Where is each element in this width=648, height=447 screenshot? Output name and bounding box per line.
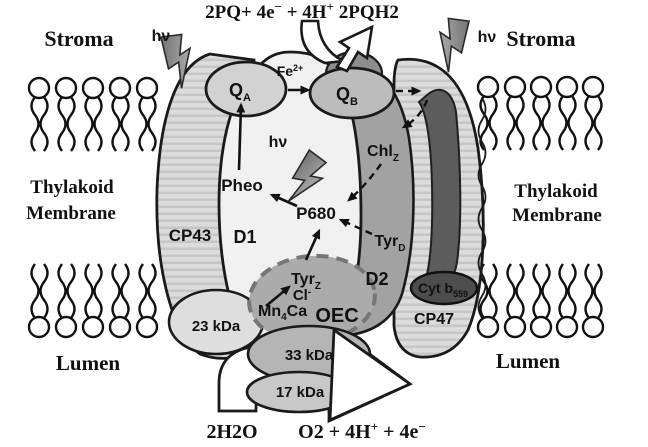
arrow-dashed-to-chlz: [401, 99, 429, 129]
right-edge-squiggle: [477, 97, 487, 319]
cp43-label: CP43: [169, 226, 212, 245]
tyrd-label: TyrD: [375, 233, 406, 254]
cl-label: Cl-: [293, 287, 311, 304]
equation-bottom-oxygen: O2 + 4H+ + 4e−: [298, 419, 426, 443]
electron-transfer-arrows: [236, 85, 321, 308]
lumen-label-left: Lumen: [56, 351, 121, 375]
hv-label-center: hν: [269, 134, 288, 151]
kda33-label: 33 kDa: [285, 347, 334, 364]
stroma-label-left: Stroma: [44, 26, 113, 51]
arrow-chlz-to-p680: [347, 163, 382, 202]
arrow-p680-to-pheo: [269, 193, 298, 208]
kda17-label: 17 kDa: [276, 384, 325, 401]
lipid-bilayer-left-lumen: [27, 262, 159, 339]
qb-label: QB: [336, 84, 358, 108]
qb-site-shape: [308, 66, 396, 120]
hv-label-right: hν: [478, 29, 497, 46]
pqh2-exit-arrow: [335, 24, 374, 73]
kda23-label: 23 kDa: [192, 318, 241, 335]
d1-label: D1: [233, 227, 256, 247]
photon-lightning-icon: [438, 17, 471, 73]
water-oxygen-flow-arrowhead: [328, 327, 413, 423]
equation-top: 2PQ+ 4e− + 4H+ 2PQH2: [205, 0, 399, 23]
thylakoid-membrane-label-right-line2: Membrane: [512, 205, 602, 226]
cytb559-heme-shape: [409, 270, 479, 306]
p680-label: P680: [296, 204, 336, 223]
lipid-bilayer-right-lumen: [476, 262, 605, 339]
thylakoid-membrane-label-left-line1: Thylakoid: [30, 177, 114, 198]
d2-label: D2: [365, 269, 388, 289]
lipid-bilayer-right-stroma: [476, 75, 605, 152]
thylakoid-membrane-label-left-line2: Membrane: [26, 203, 116, 224]
thylakoid-membrane-label-right-line1: Thylakoid: [514, 181, 598, 202]
photon-lightning-icon: [287, 148, 328, 202]
arrow-mn4ca-to-tyrz: [265, 285, 291, 308]
qa-label: QA: [229, 80, 251, 104]
lumen-label-right: Lumen: [496, 349, 561, 373]
tyrz-label: TyrZ: [291, 271, 321, 292]
cytb559-label: Cyt b559: [418, 280, 468, 299]
arrow-tyrz-to-p680: [304, 228, 321, 261]
oec-label: OEC: [315, 305, 358, 327]
secondary-transfer-arrows: [338, 86, 429, 236]
mn4ca-label: Mn4Ca: [258, 303, 307, 323]
cp47-label: CP47: [414, 311, 454, 328]
arrow-pheo-to-qa: [236, 102, 246, 171]
fe2-label: Fe2+: [277, 63, 304, 79]
chlz-label: ChlZ: [367, 143, 399, 164]
photon-lightning-icon: [159, 33, 192, 89]
pheo-label: Pheo: [221, 176, 263, 195]
lipid-bilayer-left-stroma: [27, 76, 159, 153]
stroma-label-right: Stroma: [506, 26, 575, 51]
equation-bottom-water: 2H2O: [206, 421, 257, 443]
arrow-tyrd-to-p680: [338, 218, 373, 236]
hv-label-left: hν: [152, 28, 171, 45]
qa-site-shape: [204, 60, 288, 118]
photon-bolts: [159, 17, 471, 202]
